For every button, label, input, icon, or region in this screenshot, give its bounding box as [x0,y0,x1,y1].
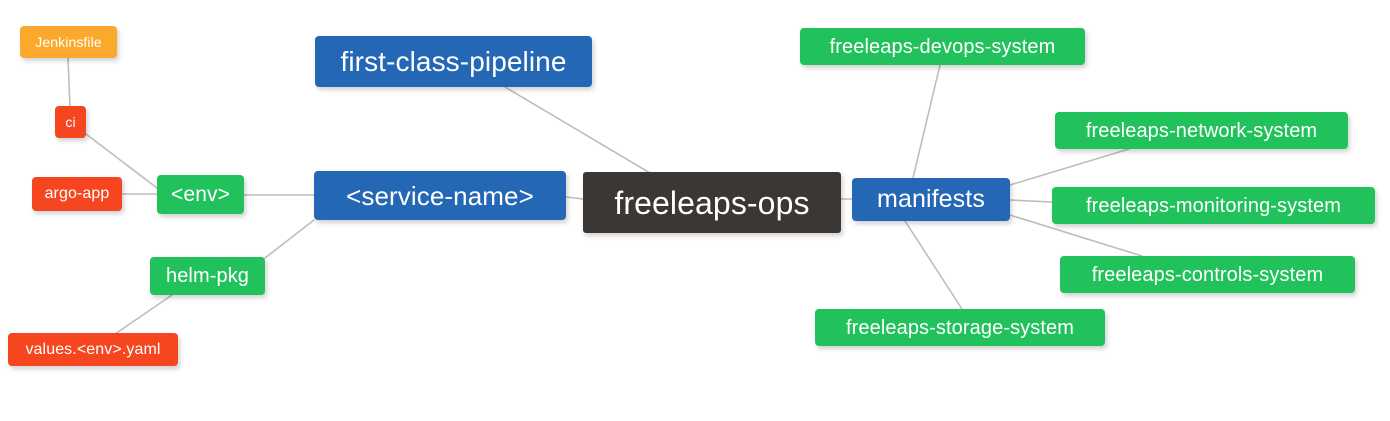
node-manifests[interactable]: manifests [852,178,1010,221]
edge-manifests-to-freeleaps-monitoring-system [1009,199,1053,203]
node-freeleaps-monitoring-system[interactable]: freeleaps-monitoring-system [1052,187,1375,224]
node-freeleaps-network-system[interactable]: freeleaps-network-system [1055,112,1348,149]
node-ci[interactable]: ci [55,106,86,138]
edge-ci-to-env [85,133,158,189]
node-helm-pkg[interactable]: helm-pkg [150,257,265,295]
edge-helm-pkg-to-values-env-yaml [114,294,173,335]
node-jenkinsfile[interactable]: Jenkinsfile [20,26,117,58]
edge-manifests-to-freeleaps-devops-system [912,64,941,179]
node-service-name[interactable]: <service-name> [314,171,566,220]
edge-manifests-to-freeleaps-controls-system [1009,214,1143,257]
edge-service-name-to-freeleaps-ops [565,196,584,200]
edge-first-class-pipeline-to-freeleaps-ops [504,86,651,174]
node-values-env-yaml[interactable]: values.<env>.yaml [8,333,178,366]
node-first-class-pipeline[interactable]: first-class-pipeline [315,36,592,87]
node-freeleaps-storage-system[interactable]: freeleaps-storage-system [815,309,1105,346]
node-argo-app[interactable]: argo-app [32,177,122,211]
edge-jenkinsfile-to-ci [67,57,71,108]
edge-manifests-to-freeleaps-storage-system [904,220,963,310]
node-freeleaps-controls-system[interactable]: freeleaps-controls-system [1060,256,1355,293]
node-freeleaps-devops-system[interactable]: freeleaps-devops-system [800,28,1085,65]
edge-manifests-to-freeleaps-network-system [1009,148,1130,186]
edge-service-name-to-helm-pkg [264,219,315,259]
node-freeleaps-ops[interactable]: freeleaps-ops [583,172,841,233]
node-env[interactable]: <env> [157,175,244,214]
